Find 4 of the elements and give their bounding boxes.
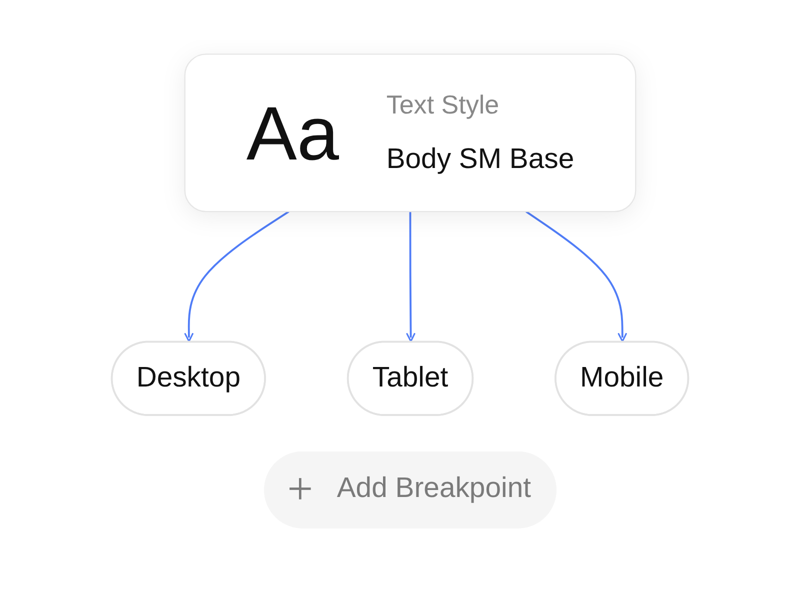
arrow (406, 212, 416, 342)
node-box: Aa Text Style Body SM Base (184, 54, 636, 212)
arrow (526, 210, 627, 342)
arrow (184, 210, 290, 342)
